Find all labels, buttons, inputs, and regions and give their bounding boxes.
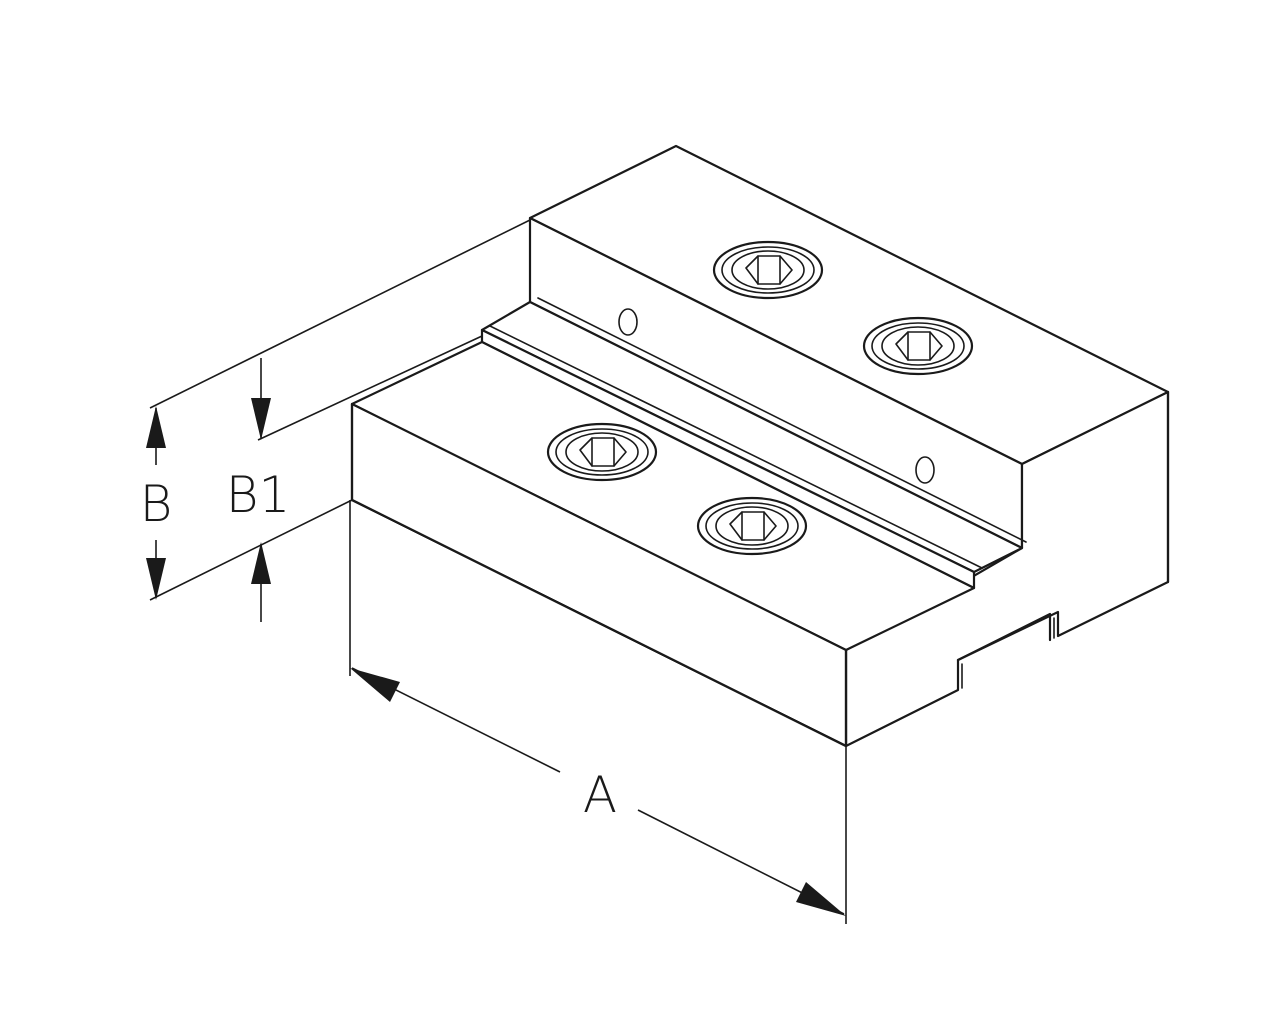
dimension-b: B xyxy=(140,219,531,601)
screw-lower-left xyxy=(546,422,658,482)
label-b1: B1 xyxy=(226,466,291,524)
arrow-b-down xyxy=(146,558,166,600)
ext-line-b1-top xyxy=(257,335,483,441)
arrow-b1-up xyxy=(251,542,271,584)
ext-line-b-top xyxy=(149,219,531,409)
arrow-a-left xyxy=(350,668,400,702)
pin-hole-left xyxy=(618,308,638,336)
label-b: B xyxy=(140,475,173,533)
screw-upper-left xyxy=(712,240,824,300)
arrow-b-up xyxy=(146,406,166,448)
label-a: A xyxy=(583,766,617,824)
screw-upper-right xyxy=(862,316,974,376)
screw-lower-right xyxy=(696,496,808,556)
arrow-b1-down xyxy=(251,398,271,440)
pin-holes xyxy=(618,308,935,484)
ext-line-b-bottom xyxy=(149,499,353,601)
arrow-a-right xyxy=(796,882,846,916)
slot-edge xyxy=(956,612,1052,662)
groove-chamfer xyxy=(489,325,983,569)
jaw-body xyxy=(350,144,1170,748)
dimension-b1: B1 xyxy=(226,335,483,622)
bottom-front-edge xyxy=(350,498,848,748)
screws xyxy=(546,240,974,556)
dimension-a: A xyxy=(349,500,847,924)
pin-hole-right xyxy=(915,456,935,484)
upper-chamfer xyxy=(537,297,1027,543)
